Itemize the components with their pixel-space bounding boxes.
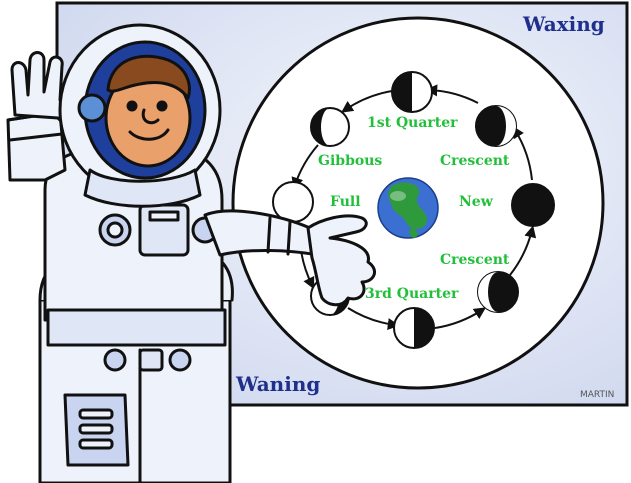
moon-phase-icon [393,307,435,349]
moon-phase-icon [511,183,555,227]
moon-phase-icon [310,107,350,147]
first-quarter-label: 1st Quarter [367,115,458,131]
new-label: New [459,194,493,210]
waxing-label: Waxing [523,12,605,36]
earth-icon [377,177,439,239]
orbit-arrows [291,84,537,330]
gibbous-top-label: Gibbous [318,153,383,169]
moon-phase-icon [391,71,433,113]
third-quarter-label: 3rd Quarter [365,286,459,302]
crescent-bottom-label: Crescent [440,252,510,268]
moon-phase-icon [475,105,517,147]
waning-label: Waning [236,372,321,396]
moon-phase-icon [477,271,519,313]
full-label: Full [330,194,361,210]
crescent-top-label: Crescent [440,153,510,169]
artist-credit: MARTIN [580,390,615,400]
